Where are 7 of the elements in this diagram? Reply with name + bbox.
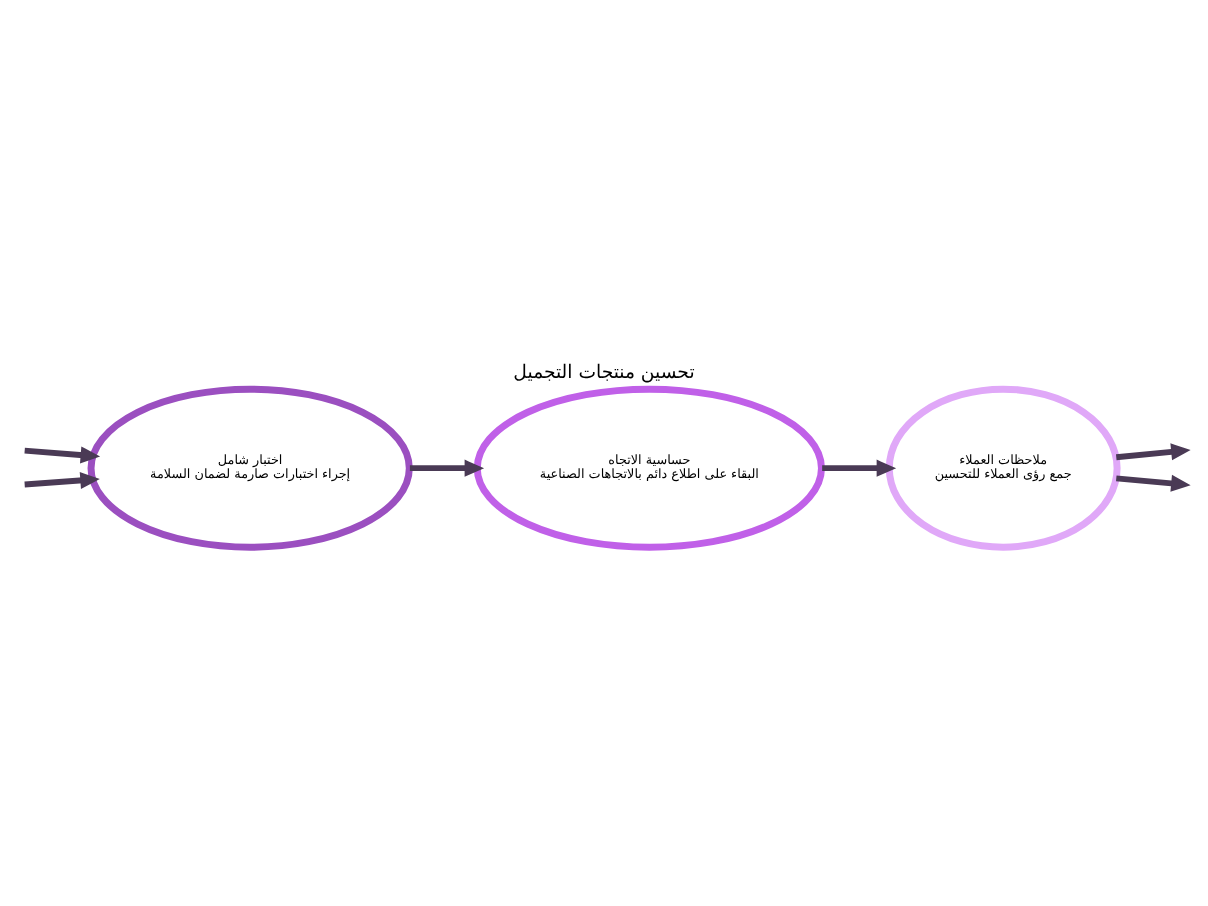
- arrow: [24, 471, 100, 489]
- arrow: [822, 459, 897, 477]
- diagram-title: تحسين منتجات التجميل: [513, 362, 695, 385]
- arrow: [24, 446, 101, 464]
- arrow: [1116, 474, 1191, 492]
- arrow: [1116, 443, 1191, 461]
- arrow: [409, 459, 485, 477]
